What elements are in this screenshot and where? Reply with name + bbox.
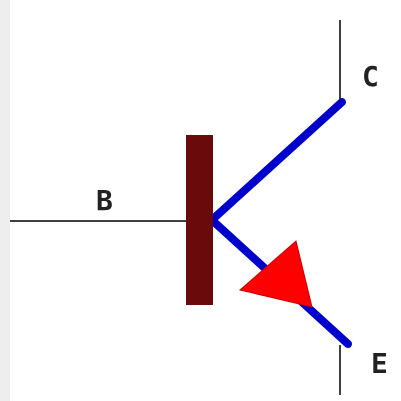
collector-lead bbox=[209, 98, 346, 223]
left-edge-strip bbox=[0, 0, 10, 401]
emitter-label: E bbox=[371, 347, 388, 380]
base-bar bbox=[186, 135, 213, 305]
collector-label: C bbox=[362, 60, 379, 93]
emitter-arrow bbox=[238, 240, 313, 308]
base-label: B bbox=[96, 184, 113, 217]
